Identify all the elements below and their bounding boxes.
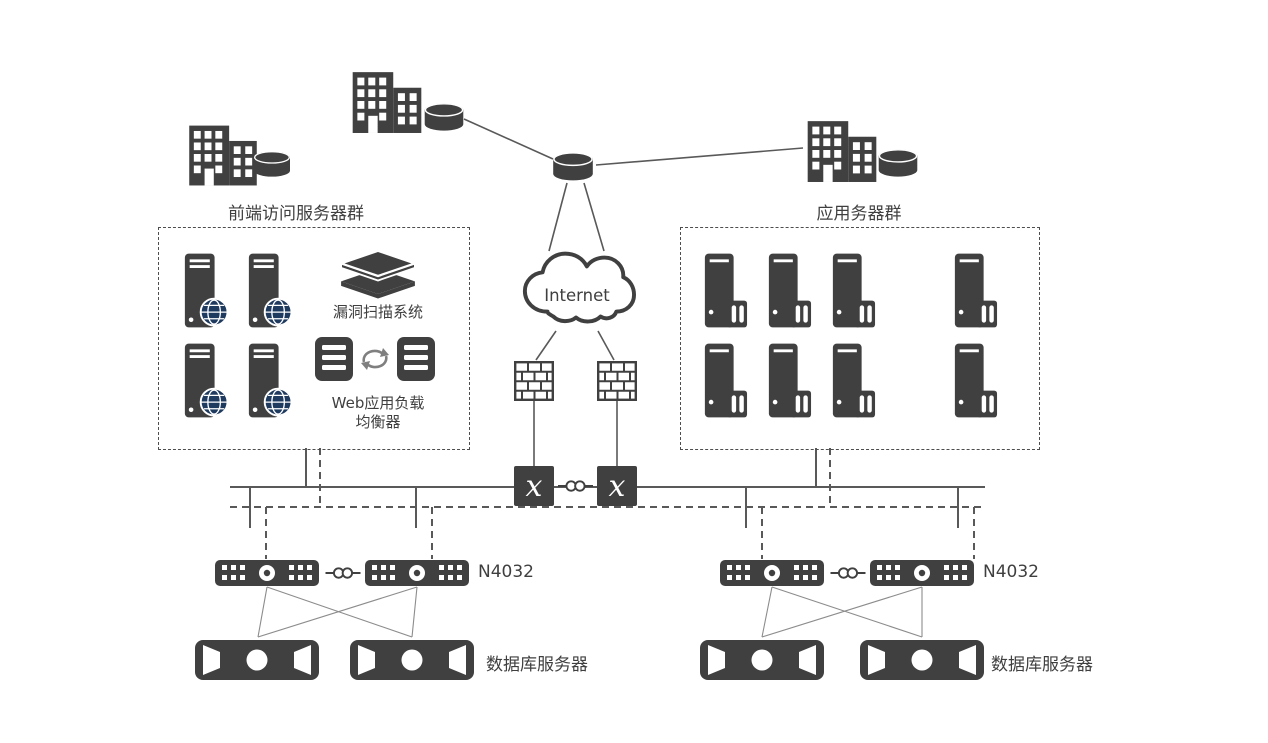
- app-server-icon: [702, 342, 748, 420]
- web-lb-label-line1: Web应用负载: [331, 394, 425, 412]
- storage-disk-icon: [876, 148, 920, 178]
- db-label-right: 数据库服务器: [991, 655, 1093, 675]
- switch-icon: [869, 559, 975, 587]
- firewall-icon: [597, 361, 637, 401]
- app-cluster-box: [680, 227, 1040, 450]
- switch-icon: [364, 559, 470, 587]
- web-server-icon: [246, 252, 292, 330]
- x-device-icon: [597, 466, 637, 506]
- building-icon: [803, 116, 881, 184]
- ha-link-icon: [556, 479, 595, 493]
- switch-model-right: N4032: [983, 562, 1039, 582]
- vulnerability-scanner-icon: [336, 249, 420, 303]
- lb-unit-icon: [396, 336, 436, 382]
- db-label-left: 数据库服务器: [486, 655, 588, 675]
- firewall-icon: [514, 361, 554, 401]
- switch-model-left: N4032: [478, 562, 534, 582]
- frontend-cluster-box: [158, 227, 470, 450]
- app-server-icon: [766, 252, 812, 330]
- app-server-icon: [830, 252, 876, 330]
- frontend-cluster-title: 前端访问服务器群: [228, 204, 364, 224]
- building-icon: [348, 66, 426, 136]
- web-server-icon: [182, 252, 228, 330]
- app-cluster-title: 应用务器群: [816, 204, 902, 224]
- app-server-icon: [952, 342, 998, 420]
- app-server-icon: [766, 342, 812, 420]
- web-lb-label-line2: 均衡器: [355, 413, 401, 431]
- database-server-icon: [859, 639, 985, 681]
- building-icon: [183, 121, 263, 187]
- database-server-icon: [699, 639, 825, 681]
- database-server-icon: [194, 639, 320, 681]
- lb-unit-icon: [314, 336, 354, 382]
- web-server-icon: [246, 342, 292, 420]
- app-server-icon: [702, 252, 748, 330]
- switch-icon: [214, 559, 320, 587]
- switch-icon: [719, 559, 825, 587]
- sync-arrows-icon: [358, 344, 392, 374]
- vulnerability-scanner-label: 漏洞扫描系统: [332, 303, 424, 321]
- network-hub-disk-icon: [551, 151, 595, 182]
- stack-link-icon: [829, 566, 867, 580]
- storage-disk-icon: [252, 150, 292, 178]
- x-device-icon: [514, 466, 554, 506]
- app-server-icon: [952, 252, 998, 330]
- web-server-icon: [182, 342, 228, 420]
- app-server-icon: [830, 342, 876, 420]
- storage-disk-icon: [422, 102, 466, 132]
- internet-label: Internet: [544, 286, 610, 305]
- database-server-icon: [349, 639, 475, 681]
- stack-link-icon: [324, 566, 362, 580]
